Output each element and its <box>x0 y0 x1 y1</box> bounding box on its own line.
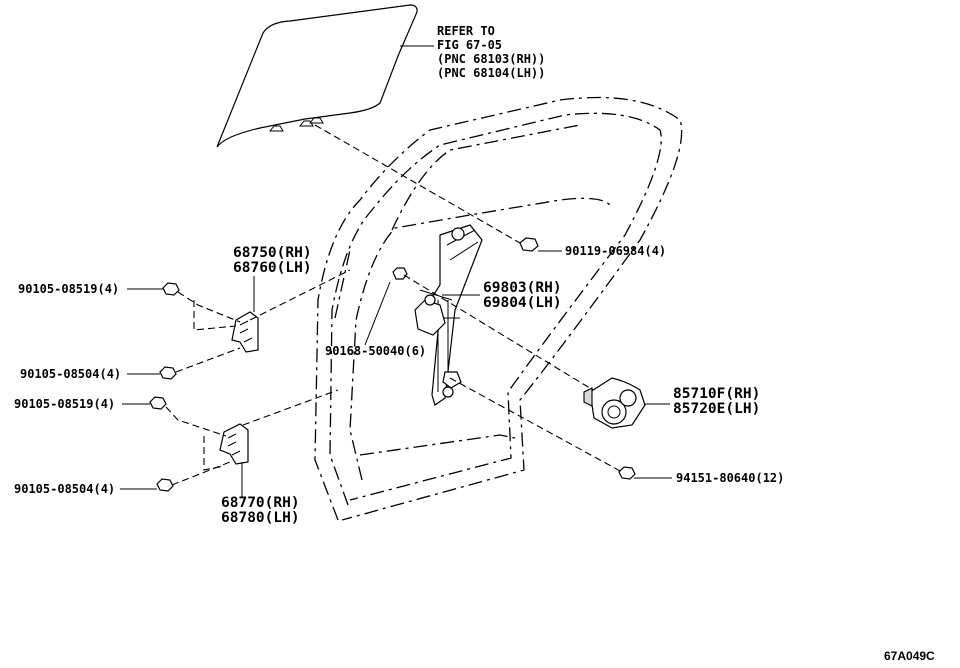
glass-ref-line-2: FIG 67-05 <box>437 38 502 52</box>
nut-label: 94151-80640(12) <box>676 471 784 485</box>
door-glass <box>216 4 418 148</box>
leader-lines <box>120 250 672 498</box>
motor-lh-label: 85720E(LH) <box>673 401 760 417</box>
regulator-rh-label: 69803(RH) <box>483 280 562 296</box>
regulator-lh-label: 69804(LH) <box>483 295 562 311</box>
glass-ref-line-4: (PNC 68104(LH)) <box>437 66 545 80</box>
figure-code: 67A049C <box>884 649 935 663</box>
window-regulator <box>414 224 483 406</box>
hinge-upper-lh-label: 68760(LH) <box>233 260 312 276</box>
bolt-icon <box>149 237 636 492</box>
door-frame <box>314 96 683 521</box>
screw-regulator-label: 90168-50040(6) <box>325 344 426 358</box>
upper-hinge <box>231 311 259 353</box>
bolt-lower-b-label: 90105-08504(4) <box>14 482 115 496</box>
bolt-upper-a-label: 90105-08519(4) <box>18 282 119 296</box>
assembly-lines <box>165 124 623 486</box>
glass-ref-line-1: REFER TO <box>437 24 495 38</box>
motor-rh-label: 85710F(RH) <box>673 386 760 402</box>
glass-ref-line-3: (PNC 68103(RH)) <box>437 52 545 66</box>
bolt-upper-b-label: 90105-08504(4) <box>20 367 121 381</box>
bolt-top-label: 90119-06984(4) <box>565 244 666 258</box>
window-motor <box>583 377 646 429</box>
hinge-lower-rh-label: 68770(RH) <box>221 495 300 511</box>
hinge-lower-lh-label: 68780(LH) <box>221 510 300 526</box>
glass-reference-label: REFER TO FIG 67-05 (PNC 68103(RH)) (PNC … <box>437 24 545 80</box>
hinge-upper-rh-label: 68750(RH) <box>233 245 312 261</box>
bolt-lower-a-label: 90105-08519(4) <box>14 397 115 411</box>
lower-hinge <box>219 423 249 465</box>
